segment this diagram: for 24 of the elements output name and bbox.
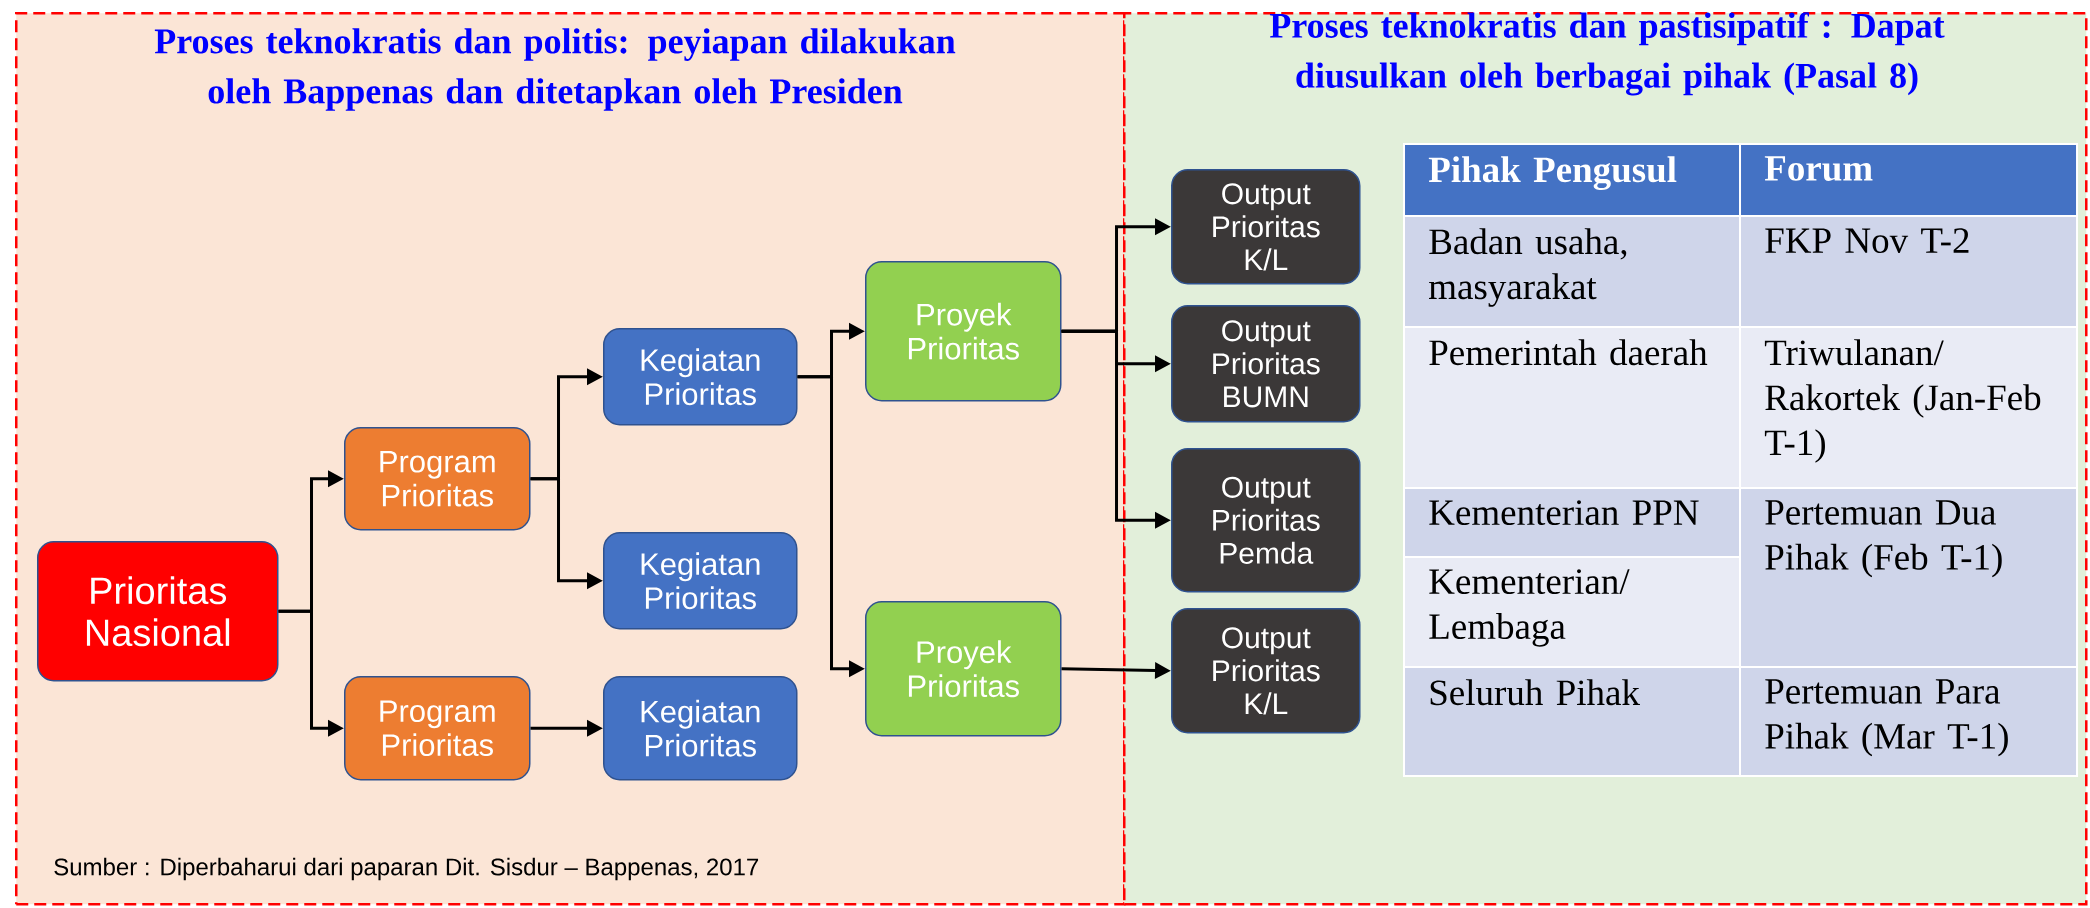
table-cell: Triwulanan/ Rakortek (Jan-Feb T-1): [1739, 326, 2078, 489]
table-cell: Forum: [1739, 143, 2078, 217]
table-cell: Pihak Pengusul: [1403, 143, 1741, 217]
process-box: Program Prioritas: [344, 676, 531, 781]
process-box: Output Prioritas K/L: [1171, 608, 1361, 734]
table-cell: Pertemuan Dua Pihak (Feb T-1): [1739, 487, 2078, 668]
table-cell: Kementerian PPN: [1403, 487, 1741, 558]
process-box: Program Prioritas: [344, 427, 531, 531]
table-cell: Seluruh Pihak: [1403, 666, 1741, 777]
process-box: Kegiatan Prioritas: [603, 532, 798, 630]
process-box: Kegiatan Prioritas: [603, 676, 798, 781]
process-box: Output Prioritas Pemda: [1171, 448, 1361, 593]
process-box: Proyek Prioritas: [865, 601, 1062, 737]
table-cell: Kementerian/ Lembaga: [1403, 556, 1741, 668]
table-cell: Badan usaha, masyarakat: [1403, 215, 1741, 328]
table-cell: Pemerintah daerah: [1403, 326, 1741, 489]
process-box: Proyek Prioritas: [865, 261, 1062, 402]
process-box: Kegiatan Prioritas: [603, 328, 798, 426]
source-note: Sumber : Diperbaharui dari paparan Dit. Sisdur – Bappenas, 2017: [54, 857, 759, 881]
process-box: Output Prioritas K/L: [1171, 169, 1361, 285]
process-box: Prioritas Nasional: [37, 541, 279, 682]
table-cell: Pertemuan Para Pihak (Mar T-1): [1739, 666, 2078, 777]
process-box: Output Prioritas BUMN: [1171, 305, 1361, 423]
table-cell: FKP Nov T-2: [1739, 215, 2078, 328]
